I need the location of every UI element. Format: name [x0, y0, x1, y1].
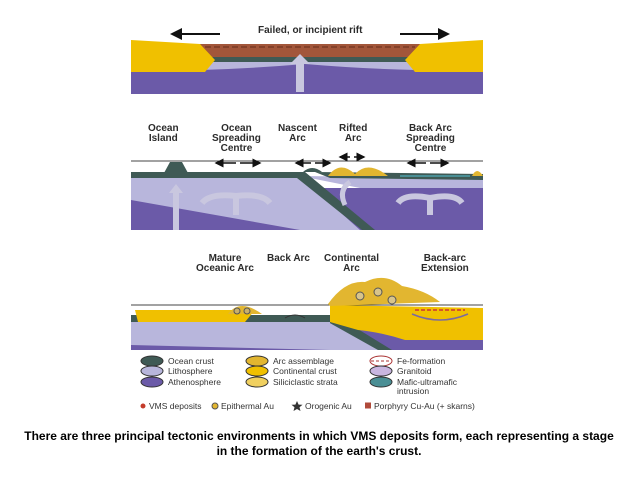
label-ocean-island-text: Ocean Island [148, 123, 179, 144]
rift-fill [195, 44, 425, 57]
panel-rift [131, 28, 483, 94]
legend-siliciclastic-strata: Siliciclastic strata [273, 377, 338, 387]
figure-caption: There are three principal tectonic envir… [24, 429, 614, 458]
legend-arc-assemblage: Arc assemblage [273, 356, 334, 366]
label-back-arc-extension-text: Back-arc Extension [421, 253, 469, 274]
epithermal-au-icon [211, 402, 219, 410]
legend-mafic-ultramafic: Mafic-ultramafic intrusion [397, 377, 457, 396]
label-mature-oceanic-arc-text: Mature Oceanic Arc [196, 253, 254, 274]
label-ocean-island: Ocean Island [148, 124, 179, 144]
rift-ocean-crust [195, 56, 425, 62]
legend-epithermal-au: Epithermal Au [221, 401, 274, 411]
label-continental-arc-text: Continental Arc [324, 253, 379, 274]
label-back-arc-spreading: Back Arc Spreading Centre [406, 124, 455, 154]
legend-vms-deposits: VMS deposits [149, 401, 202, 411]
label-back-arc-spreading-text: Back Arc Spreading Centre [406, 123, 455, 154]
legend-continental-crust: Continental crust [273, 366, 337, 376]
p2-ocean-crust [131, 172, 375, 230]
p3-continental-arc [328, 277, 440, 306]
label-rifted-arc: Rifted Arc [339, 124, 367, 144]
rift-continent-right [405, 40, 483, 72]
label-back-arc: Back Arc [267, 254, 310, 264]
panel-continental [131, 277, 483, 350]
panel-oceanic [131, 152, 483, 230]
rift-continent-left [131, 40, 215, 72]
legend-orogenic-au: Orogenic Au [305, 401, 352, 411]
label-mature-oceanic-arc: Mature Oceanic Arc [196, 254, 254, 274]
legend-athenosphere: Athenosphere [168, 377, 221, 387]
label-continental-arc: Continental Arc [324, 254, 379, 274]
label-rifted-arc-text: Rifted Arc [339, 123, 368, 144]
p3-continent [330, 305, 483, 340]
legend-granitoid: Granitoid [397, 366, 432, 376]
label-ocean-spreading-text: Ocean Spreading Centre [212, 123, 261, 154]
p2-rifted-arc [328, 167, 388, 176]
label-nascent-arc: Nascent Arc [278, 124, 317, 144]
label-back-arc-text: Back Arc [267, 253, 310, 264]
porphyry-icon [365, 402, 371, 409]
legend-lithosphere: Lithosphere [168, 366, 213, 376]
legend-ocean-crust: Ocean crust [168, 356, 214, 366]
label-nascent-arc-text: Nascent Arc [278, 123, 317, 144]
orogenic-au-icon [291, 401, 303, 411]
label-back-arc-extension: Back-arc Extension [421, 254, 469, 274]
vms-deposit-icon [140, 403, 146, 409]
legend-swatches [140, 355, 393, 411]
rift-title: Failed, or incipient rift [258, 25, 363, 36]
label-ocean-spreading: Ocean Spreading Centre [212, 124, 261, 154]
legend-fe-formation: Fe-formation [397, 356, 446, 366]
legend-porphyry: Porphyry Cu-Au (+ skarns) [374, 401, 475, 411]
